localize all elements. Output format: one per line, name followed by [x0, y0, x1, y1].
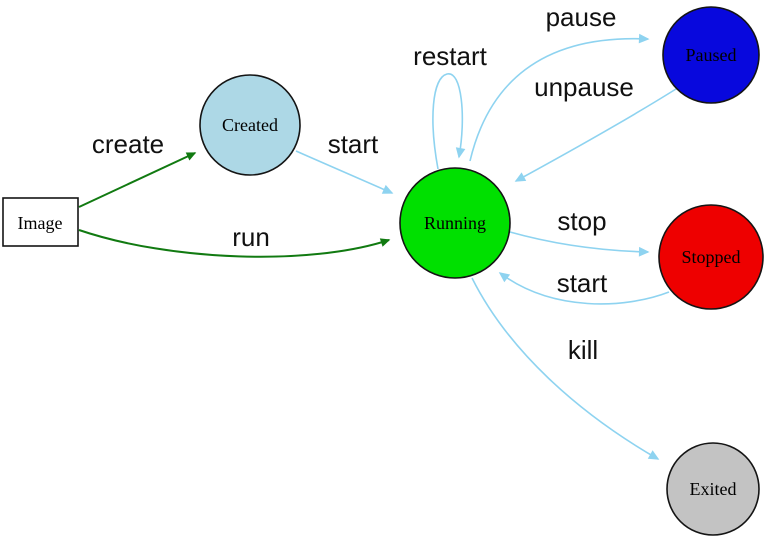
node-created: Created: [199, 74, 301, 176]
running-node-label: Running: [424, 213, 486, 233]
edge-label-unpause: unpause: [534, 72, 634, 102]
stopped-node-label: Stopped: [681, 247, 740, 267]
created-node-label: Created: [222, 115, 278, 135]
edge-stop: [509, 231, 650, 257]
edge-kill: [471, 277, 660, 460]
edge-start-stopped-running: [498, 272, 670, 305]
edges: [78, 33, 677, 460]
edge-start-created-running: [295, 150, 394, 194]
edge-label-kill: kill: [568, 335, 598, 365]
stopped-node-circle: [658, 204, 764, 310]
edge-labels: create run start restart pause unpause s…: [92, 2, 634, 365]
edge-create: [78, 152, 197, 208]
exited-node-label: Exited: [690, 479, 737, 499]
node-image: Image: [2, 197, 79, 247]
edge-label-pause: pause: [546, 2, 617, 32]
exited-node-circle: [666, 442, 760, 536]
paused-node-circle: [662, 6, 760, 104]
edge-unpause: [514, 88, 677, 182]
edge-label-stop: stop: [557, 206, 606, 236]
node-stopped: Stopped: [658, 204, 764, 310]
edge-label-create: create: [92, 129, 164, 159]
edge-label-restart: restart: [413, 41, 487, 71]
created-node-circle: [199, 74, 301, 176]
image-node-label: Image: [18, 213, 63, 233]
node-paused: Paused: [662, 6, 760, 104]
paused-node-label: Paused: [686, 45, 737, 65]
image-node-rect: [2, 197, 79, 247]
edge-run: [78, 229, 391, 258]
edge-label-start-stopped: start: [557, 268, 608, 298]
node-exited: Exited: [666, 442, 760, 536]
edge-label-start-created: start: [328, 129, 379, 159]
nodes: Image Created Running Paused Stopped Exi: [2, 6, 764, 536]
node-running: Running: [399, 167, 511, 279]
running-node-circle: [399, 167, 511, 279]
edge-label-run: run: [232, 222, 270, 252]
edge-restart-self-loop: [432, 73, 466, 170]
edge-pause: [469, 33, 650, 162]
